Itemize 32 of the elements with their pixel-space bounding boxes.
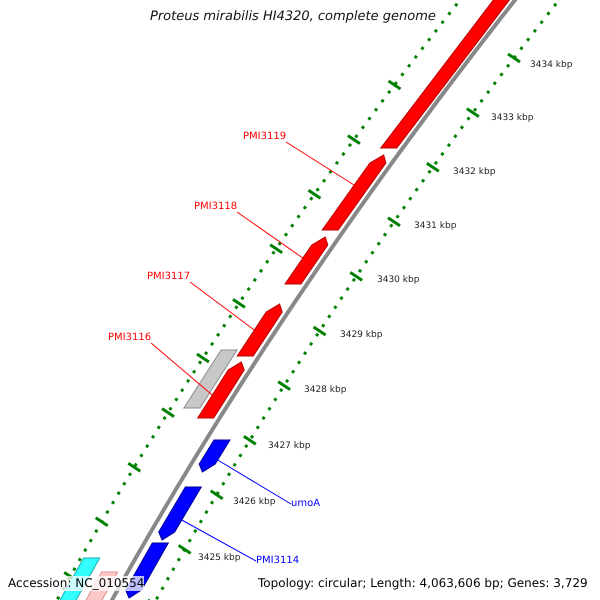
tick-label: 3432 kbp — [453, 167, 496, 178]
leader-line — [286, 142, 355, 186]
tick-label: 3429 kbp — [340, 330, 382, 341]
tick-label: 3425 kbp — [198, 553, 240, 564]
leader-line — [217, 460, 292, 504]
leader-line — [150, 342, 213, 396]
gene-label: PMI3118 — [194, 201, 238, 213]
gene-label: PMI3117 — [147, 271, 190, 283]
tick-label: 3427 kbp — [268, 441, 310, 452]
tick-label: 3430 kbp — [377, 275, 420, 286]
footer-note: Topology: circular; Length: 4,063,606 bp; Genes: 3,729 — [258, 576, 588, 591]
footer-note: Accession: NC_010554 — [8, 576, 144, 591]
leader-line — [236, 212, 304, 258]
gene-feature — [182, 350, 238, 408]
tick-label: 3426 kbp — [233, 497, 276, 508]
gene-feature — [198, 440, 231, 473]
leader-line — [190, 282, 255, 330]
tick-label: 3433 kbp — [491, 113, 534, 124]
gene-label: PMI3114 — [256, 555, 300, 567]
gene-label: PMI3119 — [243, 131, 286, 143]
gene-feature — [236, 303, 283, 356]
leader-line — [181, 520, 256, 562]
tick-label: 3434 kbp — [530, 60, 572, 71]
gene-label: umoA — [291, 498, 320, 510]
gene-feature — [284, 236, 328, 284]
gene-feature — [158, 486, 202, 541]
tick-label: 3428 kbp — [304, 385, 346, 396]
gene-label: PMI3116 — [108, 332, 152, 344]
title: Proteus mirabilis HI4320, complete genome — [150, 9, 436, 25]
gene-feature — [321, 154, 386, 230]
tick-label: 3431 kbp — [414, 221, 456, 232]
gene-feature — [196, 361, 245, 418]
